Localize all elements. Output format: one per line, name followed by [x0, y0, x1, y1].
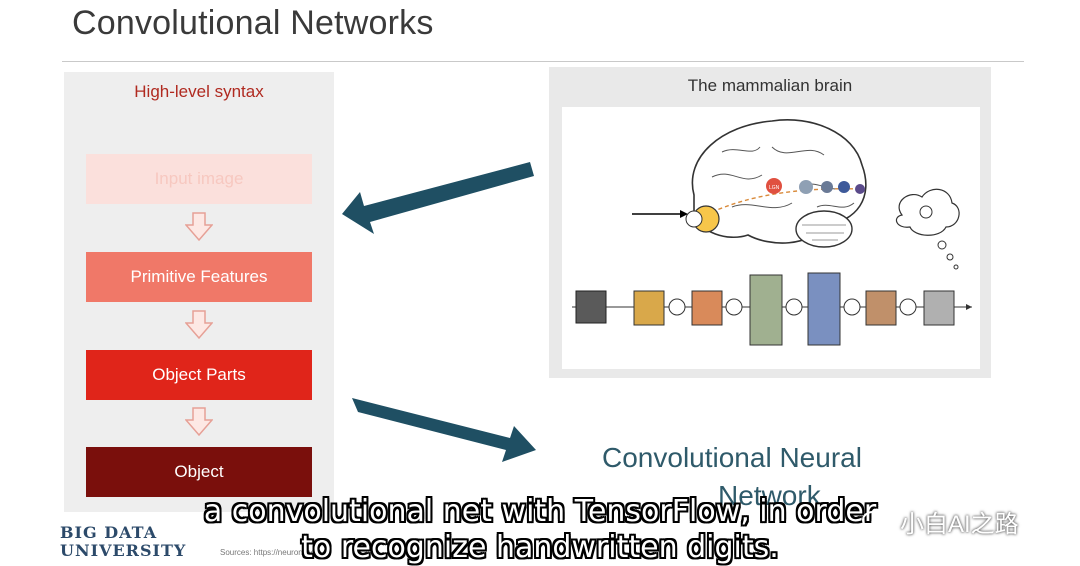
panel-heading: High-level syntax: [134, 82, 264, 101]
wechat-icon: [862, 510, 891, 532]
down-arrow-icon: [185, 407, 213, 437]
step-object: Object: [86, 447, 312, 497]
video-subtitle-line-1: a convolutional net with TensorFlow, in …: [203, 494, 877, 529]
arrow-right-icon: [352, 398, 536, 462]
brain-figure: LGN: [562, 107, 980, 369]
step-input-image: Input image: [86, 154, 312, 204]
mammalian-brain-panel: The mammalian brain LGN: [549, 67, 991, 378]
sources-footnote: Sources: https://neuronline...: [220, 548, 322, 557]
svg-text:LGN: LGN: [769, 185, 780, 191]
slide-title: Convolutional Networks: [72, 4, 434, 42]
step-primitive-features: Primitive Features: [86, 252, 312, 302]
step-object-parts: Object Parts: [86, 350, 312, 400]
cnn-label: Convolutional Neural: [602, 442, 862, 473]
arrow-left-icon: [342, 162, 534, 234]
title-divider: [62, 61, 1024, 62]
big-data-university-logo: BIG DATA UNIVERSITY: [60, 523, 187, 560]
watermark-text: 小白AI之路: [900, 511, 1019, 538]
high-level-syntax-panel: High-level syntax Input image Primitive …: [64, 72, 334, 512]
wechat-watermark: 小白AI之路: [862, 504, 1019, 539]
down-arrow-icon: [185, 310, 213, 340]
brain-illustration-icon: LGN: [572, 119, 972, 346]
cnn-label-line2: Network: [718, 480, 821, 511]
lgn-dot: [766, 178, 782, 194]
video-subtitle-line-2: to recognize handwritten digits.: [301, 530, 779, 565]
brain-heading: The mammalian brain: [687, 76, 853, 95]
arrow-graphics: [342, 162, 536, 462]
down-arrow-icon: [185, 212, 213, 242]
